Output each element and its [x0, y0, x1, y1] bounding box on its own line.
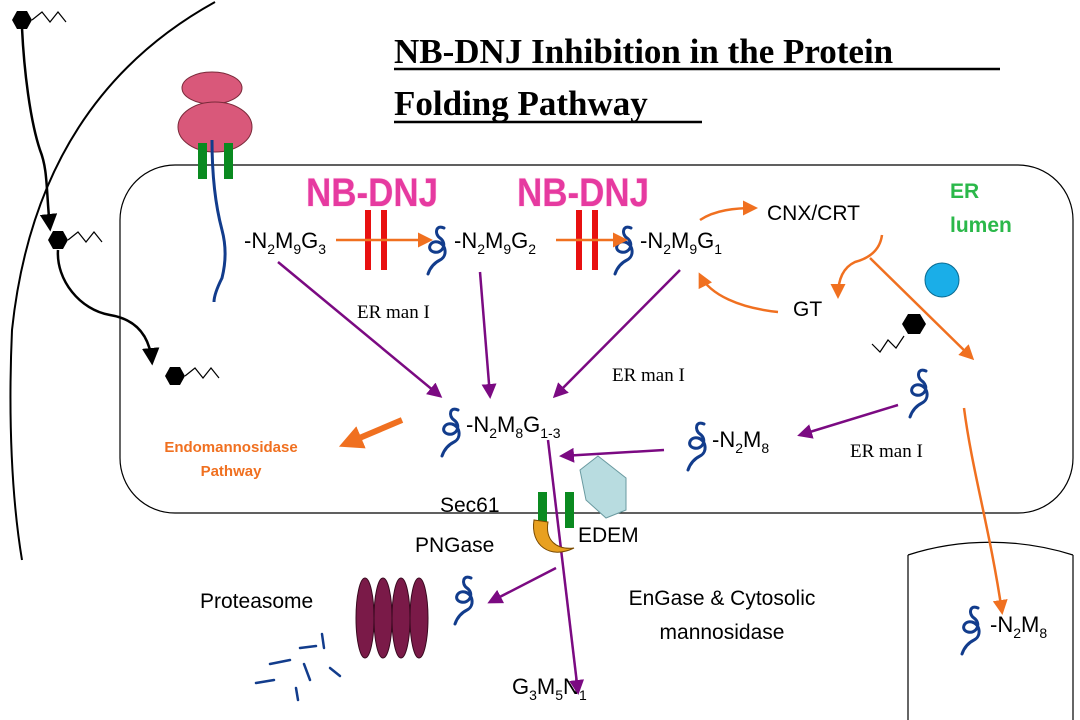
glycan-label-n2m9g3: -N2M9G3	[244, 228, 326, 257]
glycan-hexagon-icon	[47, 230, 103, 250]
glycan-label-n2m8: -N2M8	[712, 427, 769, 456]
er-lumen-label-1: ER	[950, 180, 979, 203]
glycan-label-n2m8-golgi: -N2M8	[990, 612, 1047, 641]
glycan-hexagon-icon	[11, 10, 67, 30]
arrow-gt-return	[698, 272, 779, 314]
folded-protein-icon	[453, 575, 474, 626]
label-engase-1: EnGase & Cytosolic	[629, 587, 816, 610]
folded-protein-icon	[686, 421, 707, 472]
er-compartment	[119, 164, 1074, 514]
nbdnj-badge-1: NB-DNJ	[306, 170, 438, 215]
arrow-m9g1-to-m8g	[552, 269, 681, 399]
chaperone-circle	[924, 262, 960, 298]
arrow-m9g3-to-m8g	[277, 261, 443, 398]
label-er-man-i-3: ER man I	[850, 441, 923, 462]
folded-protein-icon	[440, 407, 461, 458]
label-sec61: Sec61	[440, 494, 500, 517]
arrow-er-to-m8	[797, 403, 899, 439]
label-er-man-i-2: ER man I	[612, 365, 685, 386]
nascent-chain	[210, 139, 227, 303]
proteasome-icon	[355, 577, 429, 659]
cell-membrane	[9, 1, 216, 561]
nbdnj-badge-2: NB-DNJ	[517, 170, 649, 215]
er-lumen-label-2: lumen	[950, 214, 1012, 237]
arrow-to-cnx-crt	[699, 200, 758, 222]
arrow-endomannosidase	[338, 417, 404, 449]
ribosome-icon	[177, 71, 253, 153]
pngase-crescent	[533, 519, 575, 553]
sec61-bar	[565, 492, 574, 528]
label-gt: GT	[793, 298, 822, 321]
title-line-1: NB-DNJ Inhibition in the Protein	[394, 32, 893, 71]
arrow-to-golgi-exit	[869, 257, 975, 361]
label-proteasome: Proteasome	[200, 590, 313, 613]
label-cnx-crt: CNX/CRT	[767, 202, 860, 225]
translocon-green-bar	[224, 143, 233, 179]
glycan-hexagon-icon	[902, 314, 926, 334]
glycan-label-n2m9g1: -N2M9G1	[640, 228, 722, 257]
translocon-green-bar	[198, 143, 207, 179]
folded-protein-icon	[613, 225, 634, 276]
arrow-m9g2-to-m8g	[478, 271, 497, 399]
folded-protein-icon	[426, 225, 447, 276]
degraded-peptides	[254, 632, 342, 702]
label-engase-2: mannosidase	[660, 621, 785, 644]
arrow-to-proteasome	[487, 566, 557, 604]
title-line-2: Folding Pathway	[394, 84, 648, 123]
sec61-bar	[538, 492, 547, 528]
folded-protein-icon	[960, 605, 981, 656]
label-endomannosidase-2: Pathway	[201, 463, 263, 480]
glycan-hexagon-icon	[164, 366, 220, 386]
label-endomannosidase-1: Endomannosidase	[164, 439, 297, 456]
glycan-label-n2m8g13: -N2M8G1-3	[466, 412, 561, 441]
edem-shape	[579, 455, 627, 519]
arrow-golgi-transport	[962, 407, 1008, 615]
arrow-retrotranslocation	[546, 439, 585, 695]
glycan-branch	[871, 335, 905, 353]
glycan-transport-path-1	[20, 27, 58, 232]
glycan-label-n2m9g2: -N2M9G2	[454, 228, 536, 257]
arrow-m8-to-retro	[559, 447, 665, 463]
label-edem: EDEM	[578, 524, 639, 547]
arrow-cnx-branch	[830, 234, 884, 299]
label-pngase: PNGase	[415, 534, 494, 557]
glycan-transport-path-2	[56, 249, 160, 366]
label-er-man-i-1: ER man I	[357, 302, 430, 323]
folded-protein-icon	[908, 368, 929, 419]
